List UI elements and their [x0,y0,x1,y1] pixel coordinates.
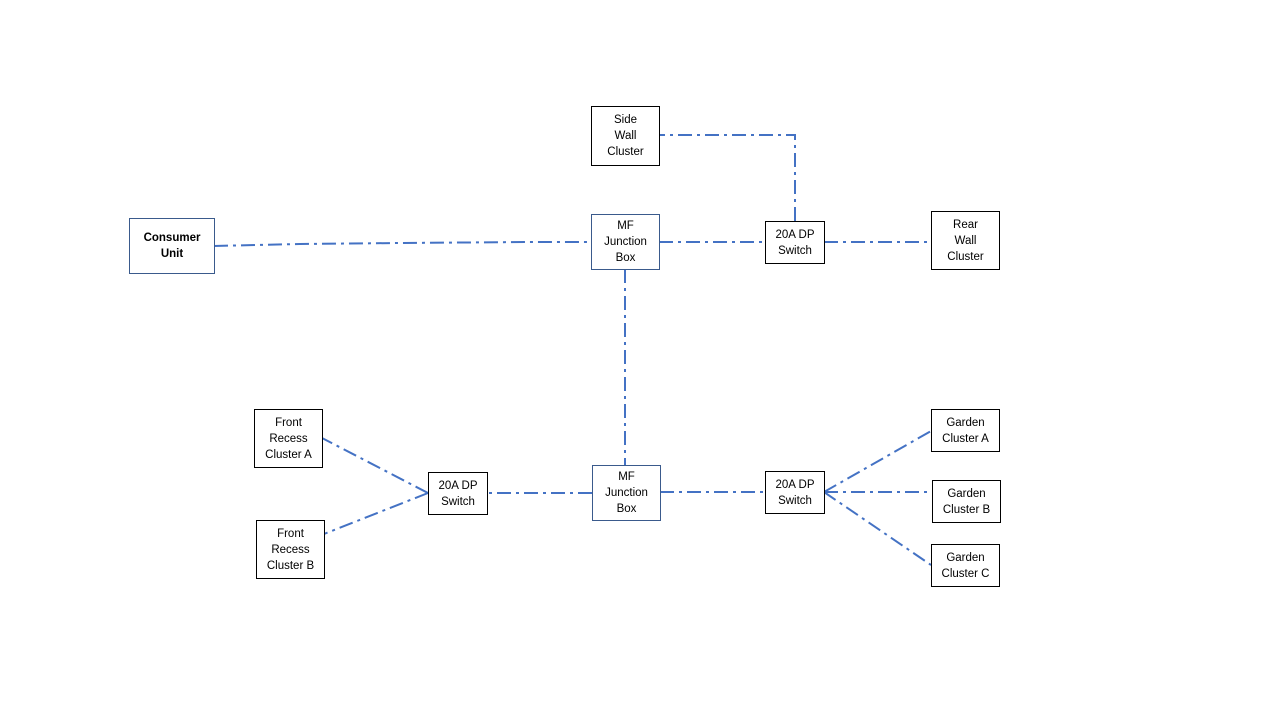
mf-junction-box-bottom-label: MF Junction Box [605,471,648,515]
garden-cluster-a-box: Garden Cluster A [931,409,1000,452]
side-wall-cluster-box: Side Wall Cluster [591,106,660,166]
front-recess-cluster-a-label: Front Recess Cluster A [265,416,312,461]
mf-junction-box-top-label: MF Junction Box [604,220,647,264]
switch-left: 20A DP Switch [428,472,488,515]
rear-wall-cluster-label: Rear Wall Cluster [947,218,984,263]
wire-switch-top-to-side-wall-cluster [659,134,796,221]
wire-switch-left-to-front-recess-cluster-a [321,437,429,494]
garden-cluster-c-label: Garden Cluster C [941,551,990,580]
wire-switch-right-to-garden-cluster-c [823,491,932,566]
wire-consumer-unit-to-mf-junction-box-top [213,241,591,247]
switch-top: 20A DP Switch [765,221,825,264]
rear-wall-cluster-box: Rear Wall Cluster [931,211,1000,270]
consumer-unit-box: Consumer Unit [129,218,215,274]
wire-switch-left-to-front-recess-cluster-b [323,492,429,535]
side-wall-cluster-label: Side Wall Cluster [607,114,644,158]
mf-junction-box-bottom: MF Junction Box [592,465,661,521]
front-recess-cluster-b-box: Front Recess Cluster B [256,520,325,579]
mf-junction-box-top: MF Junction Box [591,214,660,270]
garden-cluster-a-label: Garden Cluster A [942,416,989,445]
garden-cluster-b-box: Garden Cluster B [932,480,1001,523]
front-recess-cluster-a-box: Front Recess Cluster A [254,409,323,468]
garden-cluster-c-box: Garden Cluster C [931,544,1000,587]
switch-right: 20A DP Switch [765,471,825,514]
garden-cluster-b-label: Garden Cluster B [942,487,991,516]
switch-left-label: 20A DP Switch [438,479,478,508]
wiring-connections [213,134,932,566]
switch-right-label: 20A DP Switch [775,478,815,507]
consumer-unit-label: Consumer Unit [143,232,201,260]
wire-switch-right-to-garden-cluster-a [823,430,932,493]
switch-top-label: 20A DP Switch [775,228,815,257]
front-recess-cluster-b-label: Front Recess Cluster B [266,527,315,572]
